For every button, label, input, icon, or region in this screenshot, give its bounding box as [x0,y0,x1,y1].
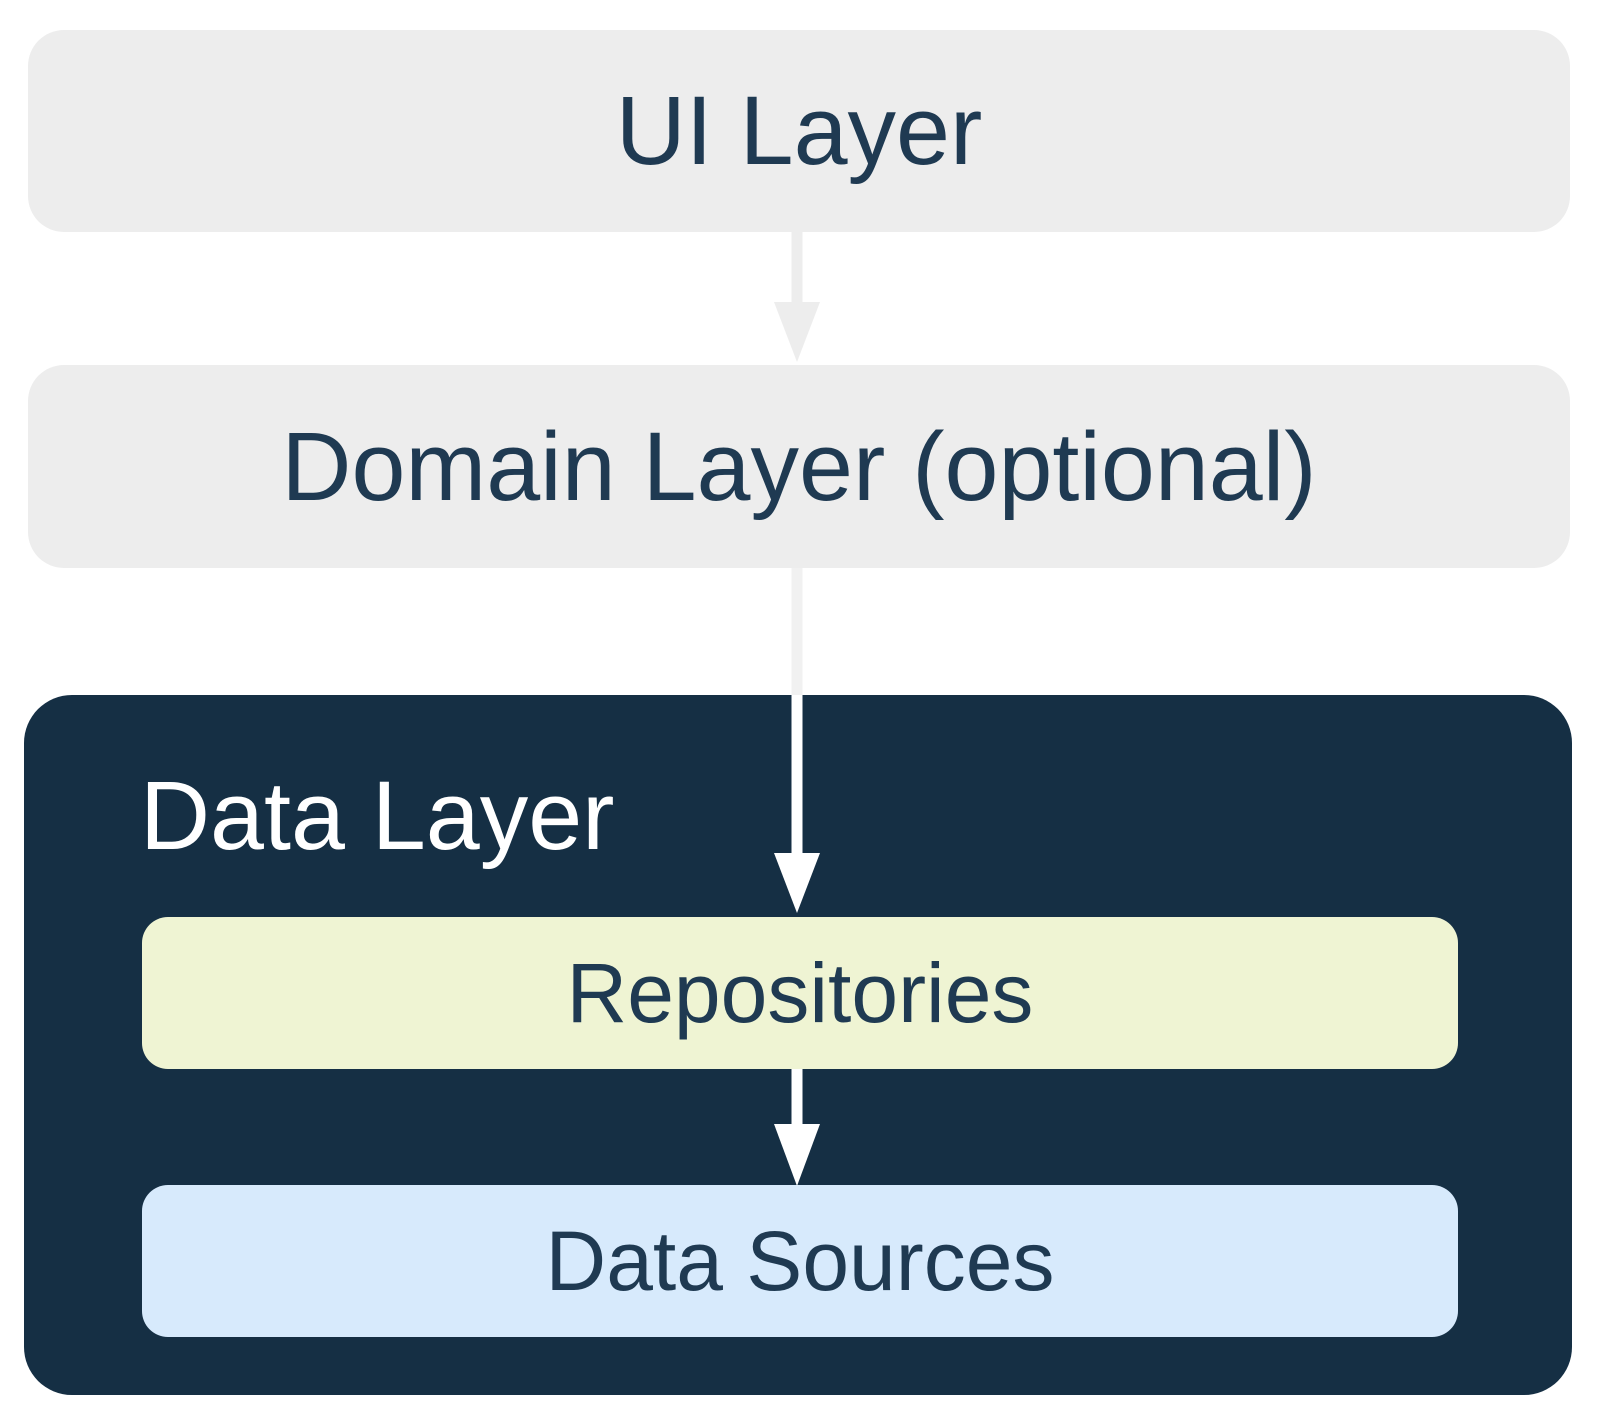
ui-layer-label: UI Layer [615,76,983,185]
arrow-ui-to-domain-icon [774,232,820,362]
repositories-box: Repositories [142,917,1458,1069]
arrow-shaft [791,232,803,306]
ui-layer-box: UI Layer [28,30,1570,232]
data-layer-label-wrap: Data Layer [140,748,615,883]
data-sources-label: Data Sources [545,1213,1055,1308]
data-sources-box: Data Sources [142,1185,1458,1337]
domain-layer-box: Domain Layer (optional) [28,365,1570,568]
data-layer-label: Data Layer [140,760,615,870]
arrow-shaft-upper [791,568,803,695]
arrow-head-icon [774,302,820,362]
domain-layer-label: Domain Layer (optional) [281,411,1317,521]
repositories-label: Repositories [566,945,1034,1040]
